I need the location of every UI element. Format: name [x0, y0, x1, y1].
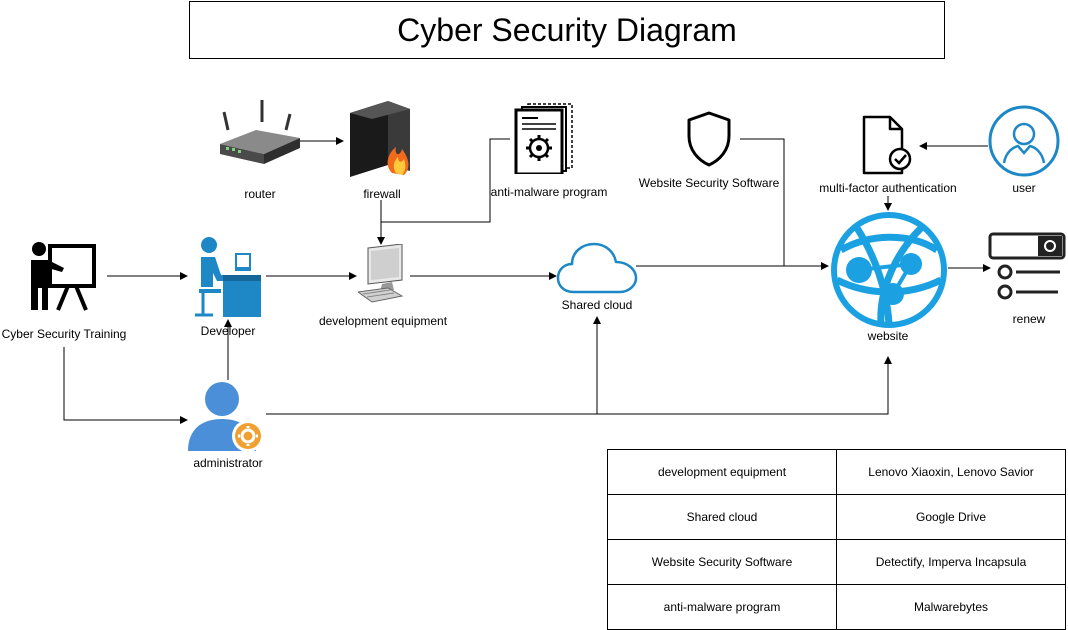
- router-icon: [216, 100, 300, 177]
- desktop-computer-icon: [356, 243, 408, 309]
- edge-websecurity-website: [740, 138, 785, 266]
- user-label: user: [1012, 181, 1036, 195]
- firewall-icon: [348, 99, 414, 184]
- mfa-label: multi-factor authentication: [819, 181, 957, 195]
- developer-at-desk-icon: [191, 235, 263, 322]
- developer-label: Developer: [200, 324, 256, 338]
- router-label: router: [244, 187, 276, 201]
- document-gear-icon: [512, 102, 576, 179]
- legend-item-cell: development equipment: [607, 449, 837, 495]
- anti-malware-label: anti-malware program: [490, 185, 608, 199]
- legend-product-cell: Malwarebytes: [836, 584, 1066, 630]
- legend-product-cell: Lenovo Xiaoxin, Lenovo Savior: [836, 449, 1066, 495]
- legend-product-cell: Google Drive: [836, 494, 1066, 540]
- training-label: Cyber Security Training: [1, 327, 127, 341]
- legend-item-cell: Shared cloud: [607, 494, 837, 540]
- firewall-label: firewall: [363, 187, 401, 201]
- website-label: website: [867, 329, 909, 343]
- cloud-icon: [556, 240, 638, 301]
- document-check-icon: [860, 115, 916, 180]
- edge-antimalware-devequip: [381, 138, 510, 223]
- shared-cloud-label: Shared cloud: [561, 298, 633, 312]
- presentation-trainer-icon: [28, 240, 100, 317]
- dev-equipment-label: development equipment: [318, 314, 448, 328]
- shield-icon: [686, 110, 732, 173]
- table-row: Website Security Software Detectify, Imp…: [607, 539, 1066, 585]
- renew-form-icon: [988, 232, 1068, 307]
- globe-network-icon: [829, 210, 949, 335]
- edge-admin-website: [266, 356, 892, 415]
- user-icon: [988, 105, 1060, 182]
- diagram-title: Cyber Security Diagram: [189, 1, 945, 59]
- legend-table: development equipment Lenovo Xiaoxin, Le…: [607, 449, 1066, 630]
- table-row: anti-malware program Malwarebytes: [607, 584, 1066, 630]
- table-row: Shared cloud Google Drive: [607, 494, 1066, 540]
- administrator-user-icon: [186, 381, 270, 458]
- website-security-label: Website Security Software: [638, 176, 780, 190]
- legend-product-cell: Detectify, Imperva Incapsula: [836, 539, 1066, 585]
- legend-item-cell: anti-malware program: [607, 584, 837, 630]
- administrator-label: administrator: [193, 456, 263, 470]
- table-row: development equipment Lenovo Xiaoxin, Le…: [607, 449, 1066, 495]
- legend-item-cell: Website Security Software: [607, 539, 837, 585]
- renew-label: renew: [1012, 312, 1046, 326]
- edge-training-admin: [63, 347, 188, 424]
